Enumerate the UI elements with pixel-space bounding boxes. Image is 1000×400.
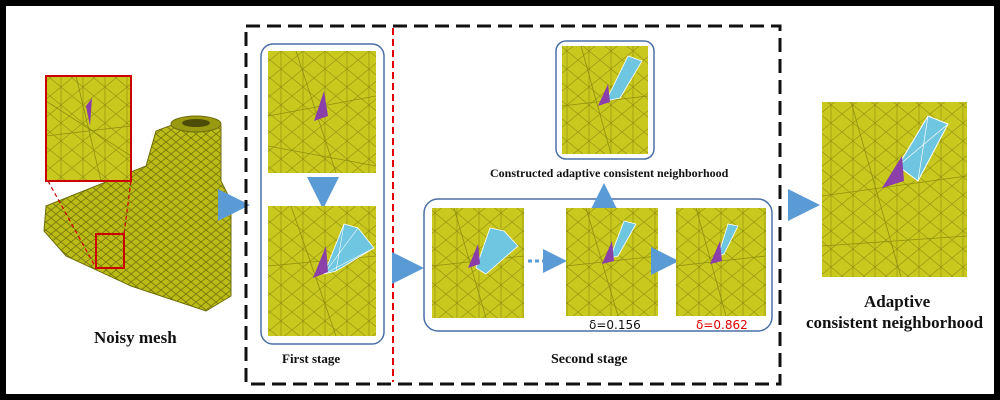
diagram-graphics xyxy=(43,24,968,386)
constructed-neighborhood-panel xyxy=(555,40,655,160)
first-stage-bottom-image xyxy=(267,205,377,337)
process-frame xyxy=(244,24,782,386)
first-stage-panel xyxy=(260,43,385,345)
result-neighborhood-image xyxy=(821,101,968,278)
first-stage-top-image xyxy=(267,50,377,174)
first-stage-label: First stage xyxy=(282,351,341,366)
second-stage-image-3 xyxy=(675,207,767,317)
constructed-neighborhood-label: Constructed adaptive consistent neighbor… xyxy=(490,166,729,180)
adaptive-label-line1: Adaptive xyxy=(864,292,931,311)
delta-value-1: δ=0.156 xyxy=(589,318,641,332)
pipeline-diagram: Noisy mesh First stage Second stage Cons… xyxy=(6,6,994,394)
second-stage-image-2 xyxy=(565,207,659,317)
region-highlight-box xyxy=(95,233,125,269)
noisy-mesh-object xyxy=(43,115,232,312)
second-stage-image-1 xyxy=(431,207,525,319)
adaptive-label-line2: consistent neighborhood xyxy=(806,313,984,332)
noisy-mesh-zoom-inset xyxy=(45,75,132,269)
constructed-neighborhood-image xyxy=(561,45,649,155)
noisy-mesh-label: Noisy mesh xyxy=(94,328,177,347)
delta-value-2: δ=0.862 xyxy=(696,318,748,332)
second-stage-label: Second stage xyxy=(551,352,628,367)
inset-highlight-frame xyxy=(45,75,132,182)
